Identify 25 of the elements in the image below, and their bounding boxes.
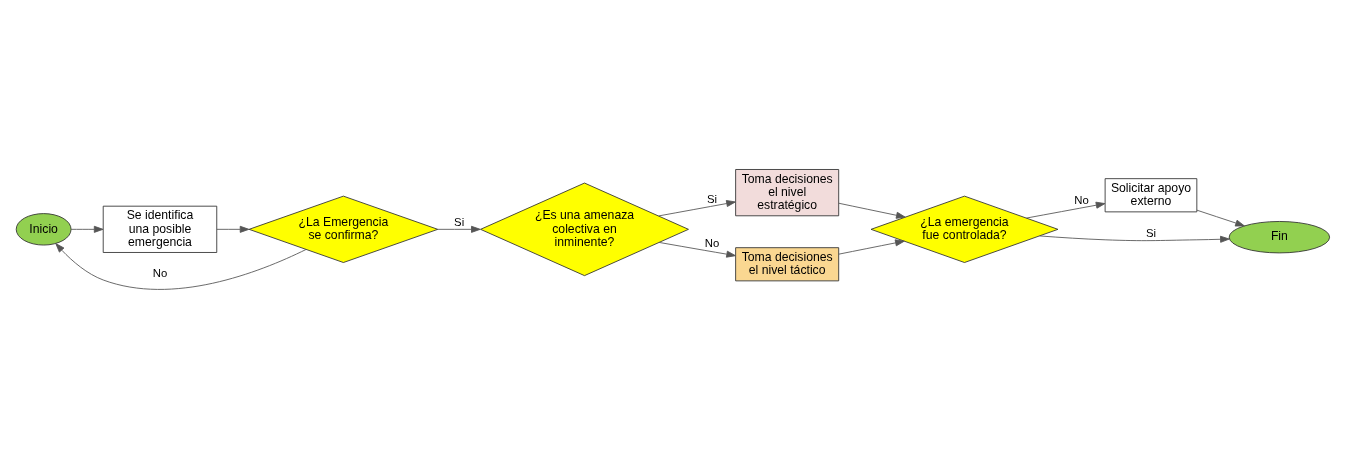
arrow xyxy=(1196,209,1245,226)
arrow xyxy=(70,225,104,233)
node-box: Solicitar apoyo externo xyxy=(1104,177,1198,212)
edge-label: Si xyxy=(1145,226,1157,239)
node-box: Toma decisiones el nivel táctico xyxy=(735,246,840,281)
edge-label: No xyxy=(704,236,720,249)
node-diamond: ¿La Emergencia se confirma? xyxy=(248,195,439,263)
arrow xyxy=(1025,201,1106,218)
edge-label: Si xyxy=(454,215,465,228)
arrow xyxy=(437,225,481,233)
arrow xyxy=(658,199,736,216)
node-diamond: ¿La emergencia fue controlada? xyxy=(870,195,1059,263)
node-box: Se identifica una posible emergencia xyxy=(102,205,218,253)
edge-label: No xyxy=(152,266,168,279)
node-ellipse: Inicio xyxy=(15,212,72,245)
arrow xyxy=(216,225,250,233)
arrow xyxy=(838,238,905,255)
arrow xyxy=(1039,235,1230,243)
edge-label: No xyxy=(1074,193,1089,206)
node-box: Toma decisiones el nivel estratégico xyxy=(735,168,840,216)
arrow xyxy=(55,242,307,290)
edge-label: Si xyxy=(706,192,718,205)
node-diamond: ¿Es una amenaza colectiva en inminente? xyxy=(480,182,689,276)
arrow xyxy=(658,241,736,258)
arrow xyxy=(838,202,906,219)
